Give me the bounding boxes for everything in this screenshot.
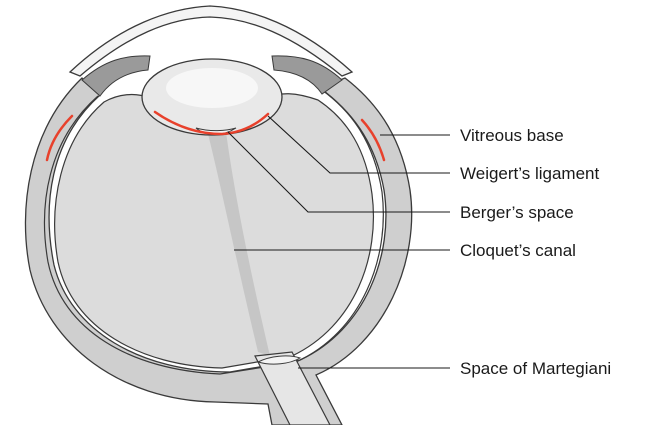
label-space-of-martegiani: Space of Martegiani (460, 359, 611, 378)
label-bergers-space: Berger’s space (460, 203, 574, 222)
lens-highlight (166, 68, 258, 108)
label-weigerts-ligament: Weigert’s ligament (460, 164, 599, 183)
label-vitreous-base: Vitreous base (460, 126, 564, 145)
label-cloquets-canal: Cloquet’s canal (460, 241, 576, 260)
